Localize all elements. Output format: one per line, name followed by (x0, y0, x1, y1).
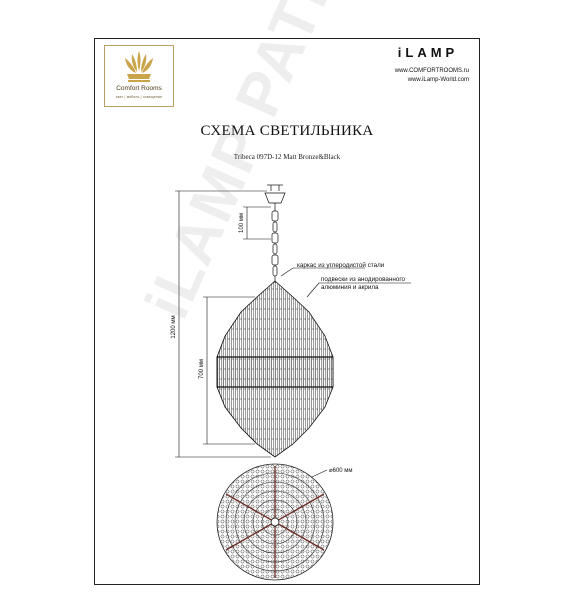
chain (271, 210, 279, 283)
dimension-body-height: 700 мм (199, 359, 205, 379)
plan-view (216, 463, 334, 581)
canopy (264, 184, 286, 211)
dimension-lines (175, 190, 411, 458)
page-title: СХЕМА СВЕТИЛЬНИКА (200, 123, 374, 139)
drawing-sheet: Comfort Rooms свет | мебель | освещение … (94, 38, 480, 585)
website-comfortrooms[interactable]: www.COMFORTROOMS.ru (394, 68, 469, 74)
chandelier-drawing: 1200 мм 100 мм 700 мм ⌀600 мм (171, 184, 411, 581)
logo-name: Comfort Rooms (116, 85, 162, 92)
dimension-total-height: 1200 мм (171, 315, 177, 338)
model-name: Tribeca 097D-12 Matt Bronze&Black (233, 153, 341, 161)
callout-pendants-line1: подвески из анодированного (321, 276, 405, 283)
logo-tagline: свет | мебель | освещение (115, 95, 163, 99)
callout-frame: каркас из углеродистой стали (297, 262, 385, 269)
callout-pendants-line2: алюминия и акрила (321, 284, 379, 291)
website-ilamp[interactable]: www.iLamp-World.com (407, 77, 469, 83)
dimension-diameter: ⌀600 мм (329, 468, 353, 474)
brand-logo: iLAMP (397, 45, 459, 60)
dimension-canopy-chain: 100 мм (239, 213, 245, 233)
crown-icon (125, 51, 153, 82)
crystal-body (216, 280, 334, 458)
comfort-rooms-logo: Comfort Rooms свет | мебель | освещение (104, 45, 174, 107)
